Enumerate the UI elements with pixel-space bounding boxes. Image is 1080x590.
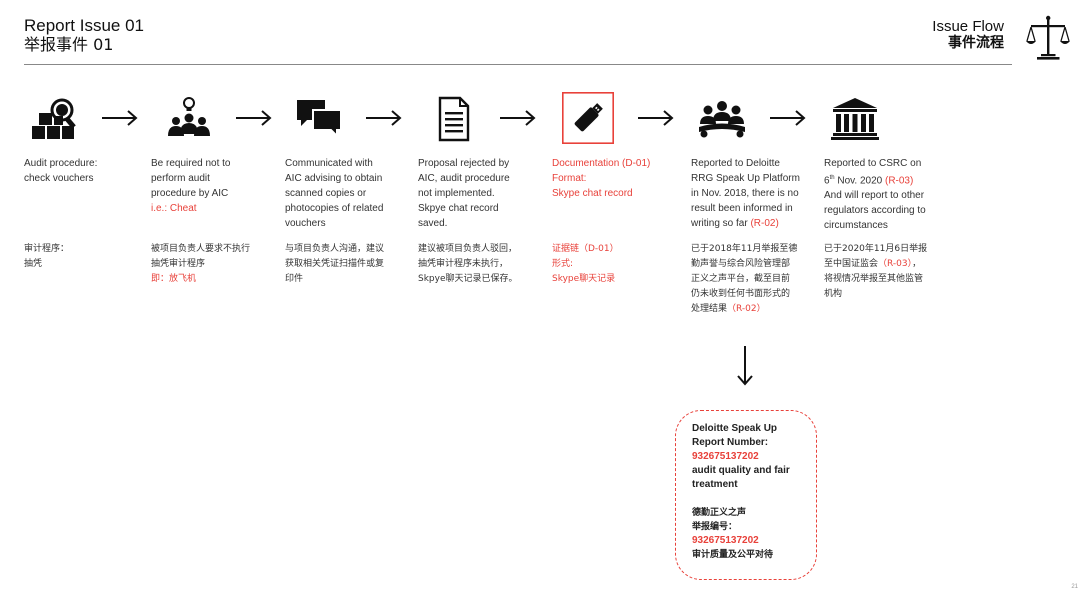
report-title-cn: 举报事件 01 bbox=[24, 35, 114, 54]
report-title-en: Report Issue 01 bbox=[24, 16, 145, 35]
step-3-cn: 与项目负责人沟通，建议 获取相关凭证扫描件或复 印件 bbox=[285, 244, 385, 284]
arrow-right-icon bbox=[638, 110, 674, 126]
institution-building-icon bbox=[831, 98, 879, 140]
audit-blocks-icon bbox=[32, 98, 76, 139]
step-4-en: Proposal rejected by AIC, audit procedur… bbox=[418, 158, 510, 229]
ref-r03: (R-03) bbox=[884, 175, 914, 187]
step-1-cn: 审计程序： 抽凭 bbox=[24, 244, 70, 269]
chat-bubbles-icon bbox=[297, 100, 342, 139]
team-idea-icon bbox=[168, 97, 210, 136]
usb-drive-icon bbox=[562, 92, 614, 144]
arrow-right-icon bbox=[236, 110, 272, 126]
step-4-cn: 建议被项目负责人驳回， 抽凭审计程序未执行， Skpye聊天记录已保存。 bbox=[418, 244, 518, 284]
report-number: 932675137202 bbox=[692, 451, 759, 462]
page-number: 21 bbox=[1071, 584, 1078, 590]
step-1-en: Audit procedure: check vouchers bbox=[24, 158, 98, 184]
step-7-en: Reported to CSRC on 6th Nov. 2020 (R-03)… bbox=[824, 158, 926, 232]
step-5-en: Documentation (D-01) Format: Skype chat … bbox=[552, 158, 651, 199]
step-6-cn: 已于2018年11月举报至德 勤声誉与综合风险管理部 正义之声平台，截至目前 仍… bbox=[691, 244, 798, 314]
header-divider bbox=[24, 64, 1012, 65]
step-3-en: Communicated with AIC advising to obtain… bbox=[285, 158, 384, 229]
step-5-cn: 证据链（D-01） 形式: Skype聊天记录 bbox=[552, 244, 619, 284]
issue-flow-label: Issue Flow 事件流程 bbox=[932, 18, 1004, 52]
ref-r02: (R-02) bbox=[750, 218, 779, 229]
scales-of-justice-icon bbox=[1026, 15, 1070, 60]
issue-flow-cn: 事件流程 bbox=[948, 35, 1004, 51]
meeting-group-icon bbox=[699, 101, 745, 138]
arrow-right-icon bbox=[102, 110, 138, 126]
arrow-right-icon bbox=[366, 110, 402, 126]
arrow-right-icon bbox=[500, 110, 536, 126]
arrow-down-icon bbox=[737, 346, 753, 386]
cheat-highlight: i.e.: Cheat bbox=[151, 203, 197, 214]
report-number-cn: 932675137202 bbox=[692, 535, 759, 546]
step-7-cn: 已于2020年11月6日举报 至中国证监会（R-03）， 将视情况举报至其他监管… bbox=[824, 244, 928, 299]
document-icon bbox=[438, 96, 470, 142]
step-2-en: Be required not to perform audit procedu… bbox=[151, 156, 281, 216]
issue-flow-en: Issue Flow bbox=[932, 18, 1004, 35]
arrow-right-icon bbox=[770, 110, 806, 126]
report-title: Report Issue 01 举报事件 01 bbox=[24, 16, 144, 54]
step-6-en: Reported to Deloitte RRG Speak Up Platfo… bbox=[691, 158, 800, 229]
step-2-cn: 被项目负责人要求不执行 抽凭审计程序 即：放飞机 bbox=[151, 244, 251, 284]
speak-up-report-callout: Deloitte Speak Up Report Number: 9326751… bbox=[675, 410, 817, 580]
